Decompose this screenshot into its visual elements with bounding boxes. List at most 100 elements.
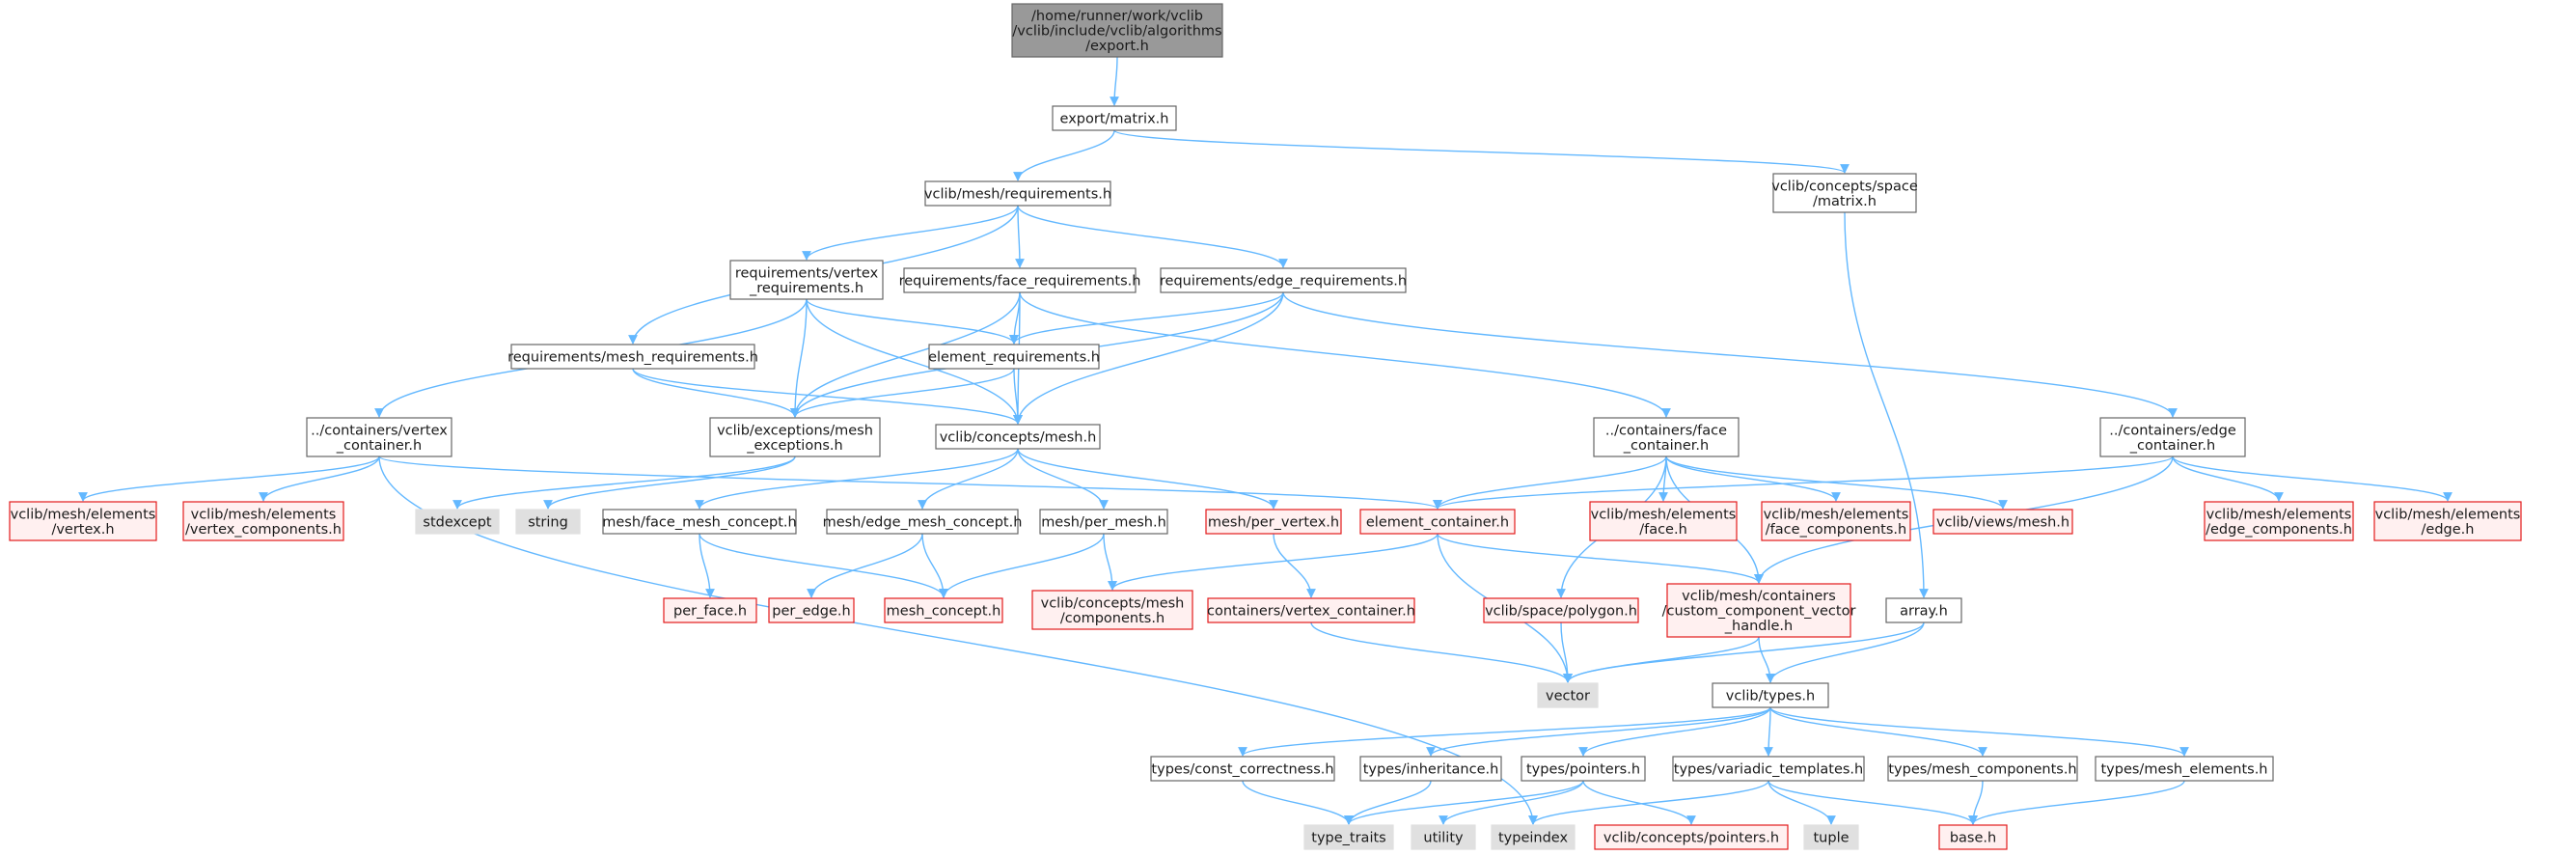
node-mesh-components[interactable]: types/mesh_components.h [1887,756,2078,782]
node-label-line: /components.h [1060,611,1165,626]
edge-per_mesh-to-mesh_concept [939,533,1105,598]
node-box [1039,509,1168,535]
node-per-mesh[interactable]: mesh/per_mesh.h [1039,509,1168,535]
edge-concepts_mesh-to-face_mesh_concept [695,448,1019,510]
node-req-vertex[interactable]: requirements/vertex_requirements.h [729,260,884,300]
node-box [1761,501,1911,541]
node-elements-edge[interactable]: vclib/mesh/elements/edge.h [2373,501,2522,541]
node-label-line: string [528,515,568,531]
edge-mesh_requirements-to-req_face [1015,205,1025,268]
edge-export_matrix-to-concepts_space_matrix [1113,129,1850,174]
node-containers-vertex[interactable]: ../containers/vertex_container.h [306,417,452,457]
node-label-line: vclib/mesh/requirements.h [924,187,1111,203]
node-box [1031,590,1193,630]
node-root[interactable]: /home/runner/work/vclib/vclib/include/vc… [1011,3,1223,58]
node-export-matrix[interactable]: export/matrix.h [1052,105,1177,131]
node-label-line: vclib/exceptions/mesh [717,423,873,438]
node-concepts-mesh-components[interactable]: vclib/concepts/mesh/components.h [1031,590,1193,630]
node-box [709,417,881,457]
node-views-mesh[interactable]: vclib/views/mesh.h [1932,509,2073,535]
node-inheritance[interactable]: types/inheritance.h [1359,756,1502,782]
node-base[interactable]: base.h [1938,824,2008,850]
edge-concepts_mesh-to-per_mesh [1017,448,1109,510]
node-label-line: /matrix.h [1813,194,1877,209]
edge-pointers-to-type_traits [1344,780,1584,825]
node-label-line: /custom_component_vector [1662,604,1856,620]
node-box [1052,105,1177,131]
node-edge-mesh-concept[interactable]: mesh/edge_mesh_concept.h [823,509,1023,535]
node-label-line: mesh/per_mesh.h [1041,515,1166,531]
node-box [1772,173,1917,213]
node-concepts-space-matrix[interactable]: vclib/concepts/space/matrix.h [1771,173,1918,213]
node-label-line: mesh/per_vertex.h [1208,515,1339,531]
node-elements-vertex[interactable]: vclib/mesh/elements/vertex.h [9,501,157,541]
node-elements-vertex-components[interactable]: vclib/mesh/elements/vertex_components.h [182,501,344,541]
node-label-line: types/inheritance.h [1363,762,1499,778]
node-per-edge[interactable]: per_edge.h [768,597,855,623]
edge-containers_vertex-to-element_container [378,456,1442,510]
node-label-line: /face_components.h [1766,522,1906,538]
node-containers-vertex-container[interactable]: containers/vertex_container.h [1207,597,1415,623]
node-box [2204,501,2354,541]
node-face-mesh-concept[interactable]: mesh/face_mesh_concept.h [602,509,797,535]
node-box [1537,682,1599,708]
node-pointers[interactable]: types/pointers.h [1521,756,1646,782]
node-elements-face[interactable]: vclib/mesh/elements/face.h [1589,501,1738,541]
node-label-line: /edge.h [2422,522,2475,538]
node-label-line: /face.h [1639,522,1687,538]
node-box [1411,824,1476,850]
node-concepts-mesh[interactable]: vclib/concepts/mesh.h [935,424,1101,450]
edge-concepts_mesh-to-edge_mesh_concept [918,448,1019,510]
node-variadic-templates[interactable]: types/variadic_templates.h [1672,756,1865,782]
node-label-line: _container.h [1623,438,1709,454]
node-containers-face[interactable]: ../containers/face_container.h [1593,417,1740,457]
node-label-line: element_requirements.h [928,350,1100,366]
node-label-line: requirements/face_requirements.h [899,274,1141,290]
edge-containers_edge-to-element_container [1433,456,2174,510]
node-label-line: vclib/mesh/elements [2206,507,2352,522]
node-custom-component[interactable]: vclib/mesh/containers/custom_component_v… [1662,583,1856,638]
node-req-mesh[interactable]: requirements/mesh_requirements.h [507,344,758,370]
node-mesh-elements[interactable]: types/mesh_elements.h [2095,756,2274,782]
node-exceptions-mesh[interactable]: vclib/exceptions/mesh_exceptions.h [709,417,881,457]
node-mesh-concept[interactable]: mesh_concept.h [884,597,1003,623]
node-label-line: stdexcept [423,515,492,531]
node-mesh-requirements[interactable]: vclib/mesh/requirements.h [924,180,1111,207]
node-label-line: types/mesh_components.h [1888,762,2076,778]
node-elements-edge-components[interactable]: vclib/mesh/elements/edge_components.h [2204,501,2354,541]
edge-types-to-mesh_components [1769,706,1987,757]
node-containers-edge[interactable]: ../containers/edge_container.h [2099,417,2246,457]
edge-containers_face-to-views_mesh [1665,456,2008,510]
node-box [1483,597,1639,623]
edge-variadic_templates-to-base [1768,780,1978,825]
node-label-line: utility [1423,831,1464,846]
node-label-line: typeindex [1498,831,1568,846]
header-nodes: /home/runner/work/vclib/vclib/include/vc… [9,3,2522,850]
node-box [1491,824,1576,850]
node-box [924,180,1111,207]
node-req-face[interactable]: requirements/face_requirements.h [899,267,1141,293]
node-box [1712,682,1829,708]
node-label-line: per_edge.h [772,604,850,620]
node-element-requirements[interactable]: element_requirements.h [928,344,1100,370]
node-label-line: _container.h [336,438,422,454]
edge-custom_component-to-types [1758,636,1775,683]
node-array[interactable]: array.h [1885,597,1962,623]
node-concepts-pointers[interactable]: vclib/concepts/pointers.h [1594,824,1789,850]
node-elements-face-components[interactable]: vclib/mesh/elements/face_components.h [1761,501,1911,541]
node-box [663,597,757,623]
node-req-edge[interactable]: requirements/edge_requirements.h [1160,267,1407,293]
node-label-line: requirements/vertex [735,265,879,281]
node-element-container[interactable]: element_container.h [1359,509,1516,535]
node-const-correctness[interactable]: types/const_correctness.h [1150,756,1335,782]
node-box [1803,824,1859,850]
node-per-vertex[interactable]: mesh/per_vertex.h [1205,509,1342,535]
node-label-line: ../containers/vertex [311,423,448,438]
node-space-polygon[interactable]: vclib/space/polygon.h [1483,597,1639,623]
node-per-face[interactable]: per_face.h [663,597,757,623]
node-box [1589,501,1738,541]
node-utility: utility [1411,824,1476,850]
node-label-line: vclib/mesh/elements [2375,507,2521,522]
node-types[interactable]: vclib/types.h [1712,682,1829,708]
node-label-line: requirements/mesh_requirements.h [507,350,758,366]
